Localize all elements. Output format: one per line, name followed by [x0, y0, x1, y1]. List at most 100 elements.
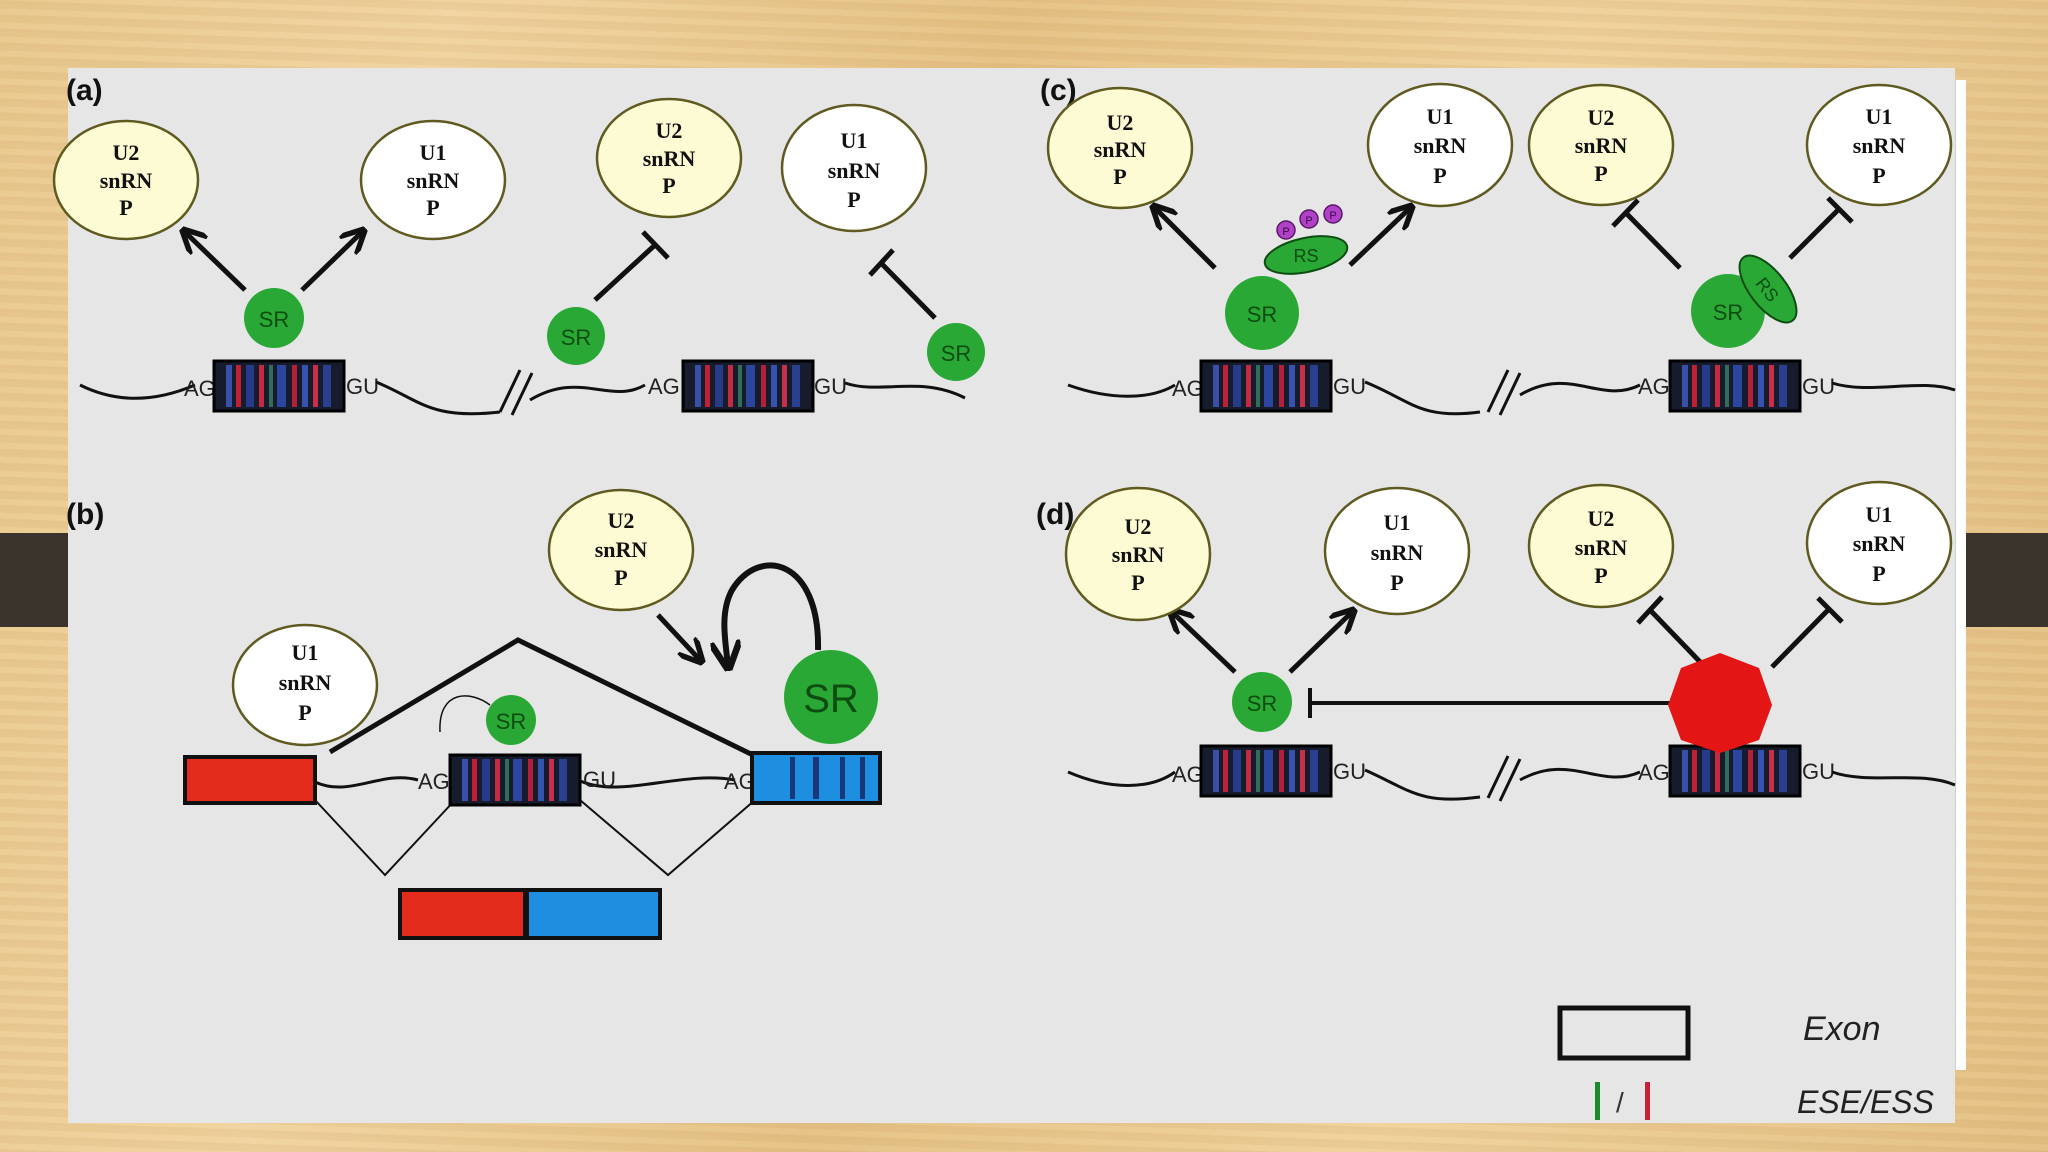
svg-text:U1: U1	[420, 140, 447, 165]
gu-label: GU	[583, 767, 616, 792]
svg-text:U2: U2	[608, 508, 635, 533]
panel-label-a: (a)	[66, 74, 103, 107]
figure-panel-edge	[1955, 80, 1966, 1070]
svg-text:snRN: snRN	[279, 670, 332, 695]
sr-protein	[486, 695, 536, 745]
spliced-red-part	[398, 888, 528, 940]
svg-text:snRN: snRN	[100, 168, 153, 193]
svg-text:snRN: snRN	[1575, 133, 1628, 158]
dark-band-left	[0, 533, 70, 627]
legend-ese-swatch	[1595, 1082, 1600, 1120]
legend-exon-swatch	[1557, 1005, 1691, 1061]
gu-label: GU	[1333, 759, 1366, 784]
panel-label-c: (c)	[1040, 74, 1077, 107]
svg-text:U2: U2	[656, 118, 683, 143]
svg-text:snRN: snRN	[1112, 542, 1165, 567]
svg-text:U1: U1	[1427, 104, 1454, 129]
exon-block	[1668, 744, 1802, 798]
exon-blue	[750, 751, 882, 805]
phosphate	[1323, 204, 1343, 224]
phosphate	[1276, 220, 1296, 240]
svg-text:P: P	[1433, 163, 1446, 188]
legend: Exon / ESE/ESS	[1557, 1005, 1934, 1120]
svg-text:P: P	[1305, 215, 1312, 227]
svg-text:P: P	[119, 195, 132, 220]
panel-label-d: (d)	[1036, 498, 1074, 531]
svg-text:U1: U1	[1384, 510, 1411, 535]
u2-snrnp-bubble: U2 snRN P	[52, 119, 200, 241]
u1-snrnp-bubble: U1 snRN P	[231, 623, 379, 747]
svg-text:P: P	[1113, 164, 1126, 189]
legend-exon-label: Exon	[1803, 1010, 1881, 1048]
svg-text:U2: U2	[1588, 506, 1615, 531]
legend-ese-ess-label: ESE/ESS	[1797, 1084, 1934, 1120]
exon-block	[1668, 359, 1802, 413]
svg-text:snRN: snRN	[407, 168, 460, 193]
rs-domain	[1738, 254, 1798, 324]
exon-block	[1199, 744, 1333, 798]
legend-ess-swatch	[1645, 1082, 1650, 1120]
rs-domain	[1263, 235, 1349, 275]
u2-snrnp-bubble: U2 snRN P	[1046, 86, 1194, 210]
gu-label: GU	[1333, 374, 1366, 399]
svg-text:P: P	[298, 700, 311, 725]
svg-text:P: P	[1594, 161, 1607, 186]
exon-block	[681, 359, 815, 413]
svg-text:snRN: snRN	[595, 537, 648, 562]
svg-text:snRN: snRN	[1414, 133, 1467, 158]
svg-text:snRN: snRN	[1094, 137, 1147, 162]
sr-label: SR	[259, 307, 290, 332]
sr-label: SR	[1247, 302, 1278, 327]
sr-label: SR	[1713, 300, 1744, 325]
ag-label: AG	[184, 376, 216, 401]
sr-label: SR	[561, 325, 592, 350]
svg-text:U1: U1	[841, 128, 868, 153]
sr-protein	[1225, 276, 1299, 350]
sr-label: SR	[496, 709, 527, 734]
svg-text:U2: U2	[113, 140, 140, 165]
gu-label: GU	[814, 374, 847, 399]
u1-snrnp-bubble: U1 snRN P	[1805, 83, 1953, 207]
sr-protein	[1232, 672, 1292, 732]
u1-snrnp-bubble: U1 snRN P	[1323, 486, 1471, 616]
svg-text:P: P	[614, 565, 627, 590]
ag-label: AG	[1638, 760, 1670, 785]
panel-label-b: (b)	[66, 498, 104, 531]
dark-band-right	[1955, 533, 2048, 627]
svg-text:P: P	[1872, 561, 1885, 586]
exon-red	[183, 755, 317, 805]
svg-text:snRN: snRN	[1853, 531, 1906, 556]
svg-text:snRN: snRN	[828, 158, 881, 183]
hnrnp-protein	[1668, 653, 1772, 753]
spliced-blue-part	[524, 888, 662, 940]
u1-snrnp-bubble: U1 snRN P	[780, 103, 928, 233]
u1-snrnp-bubble: U1 snRN P	[1366, 82, 1514, 208]
u1-snrnp-bubble: U1 snRN P	[1805, 480, 1953, 606]
svg-text:U2: U2	[1125, 514, 1152, 539]
sr-protein-large	[784, 650, 878, 744]
ag-label: AG	[1172, 376, 1204, 401]
gu-label: GU	[1802, 759, 1835, 784]
svg-text:P: P	[662, 173, 675, 198]
gu-label: GU	[346, 374, 379, 399]
svg-text:P: P	[1329, 210, 1336, 222]
svg-text:P: P	[1282, 226, 1289, 238]
svg-text:P: P	[1594, 563, 1607, 588]
u2-snrnp-bubble: U2 snRN P	[595, 97, 743, 219]
svg-text:P: P	[847, 187, 860, 212]
ag-label: AG	[648, 374, 680, 399]
sr-protein	[1691, 274, 1765, 348]
panel-d-diagram: AG GU AG GU SR U2 snRN P	[1064, 480, 1956, 802]
svg-text:U1: U1	[1866, 104, 1893, 129]
u2-snrnp-bubble: U2 snRN P	[1527, 483, 1675, 609]
svg-text:snRN: snRN	[643, 146, 696, 171]
phosphate	[1299, 209, 1319, 229]
svg-text:snRN: snRN	[1371, 540, 1424, 565]
svg-text:snRN: snRN	[1575, 535, 1628, 560]
svg-text:P: P	[1131, 570, 1144, 595]
sr-protein	[244, 288, 304, 348]
sr-label: SR	[941, 341, 972, 366]
svg-text:U1: U1	[1866, 502, 1893, 527]
panel-c-diagram: AG GU AG GU SR RS P P P SR RS	[1046, 82, 1956, 416]
svg-text:U1: U1	[292, 640, 319, 665]
